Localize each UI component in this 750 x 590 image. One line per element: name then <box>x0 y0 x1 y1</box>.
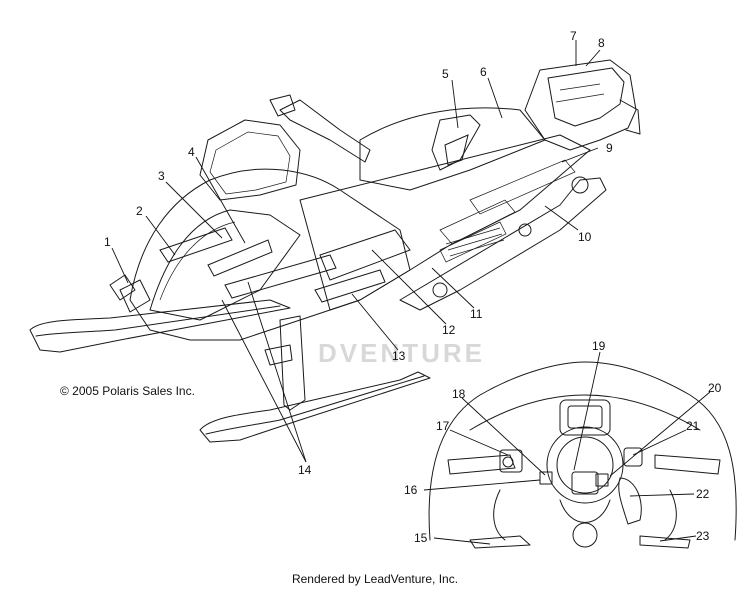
decal-seat <box>444 134 469 166</box>
callout-18: 18 <box>452 387 466 401</box>
leader-lines <box>111 40 711 545</box>
decal-side-large <box>319 229 411 281</box>
callout-7: 7 <box>570 29 577 43</box>
callout-13: 13 <box>392 349 406 363</box>
callout-1: 1 <box>104 235 111 249</box>
callout-16: 16 <box>404 483 418 497</box>
callout-14: 14 <box>298 463 312 477</box>
callout-3: 3 <box>158 169 165 183</box>
callout-10: 10 <box>578 230 592 244</box>
callout-11: 11 <box>470 307 483 321</box>
callout-22: 22 <box>696 487 710 501</box>
decal-hood-side <box>159 227 233 263</box>
decal-lower-panel <box>314 269 386 303</box>
callout-19: 19 <box>592 339 606 353</box>
vent-grille <box>439 221 507 263</box>
callout-17: 17 <box>436 419 450 433</box>
copyright-text: © 2005 Polaris Sales Inc. <box>60 384 195 398</box>
snowmobile-drawing <box>29 59 641 443</box>
decal-hood-top <box>207 239 273 277</box>
watermark: DVENTURE <box>318 338 485 368</box>
callout-8: 8 <box>598 36 605 50</box>
callout-15: 15 <box>414 531 428 545</box>
callout-2: 2 <box>136 204 143 218</box>
callout-21: 21 <box>686 419 700 433</box>
callout-12: 12 <box>442 323 456 337</box>
callout-5: 5 <box>442 67 449 81</box>
callout-9: 9 <box>606 141 613 155</box>
footer-credit: Rendered by LeadVenture, Inc. <box>292 572 458 586</box>
callout-20: 20 <box>708 381 722 395</box>
decal-side-panel <box>224 254 337 299</box>
callout-numbers: 1 2 3 4 5 6 7 8 9 10 11 12 13 14 15 16 1… <box>104 29 722 545</box>
dashboard-inset-drawing <box>428 361 737 549</box>
callout-6: 6 <box>480 65 487 79</box>
callout-4: 4 <box>188 145 195 159</box>
callout-23: 23 <box>696 529 710 543</box>
